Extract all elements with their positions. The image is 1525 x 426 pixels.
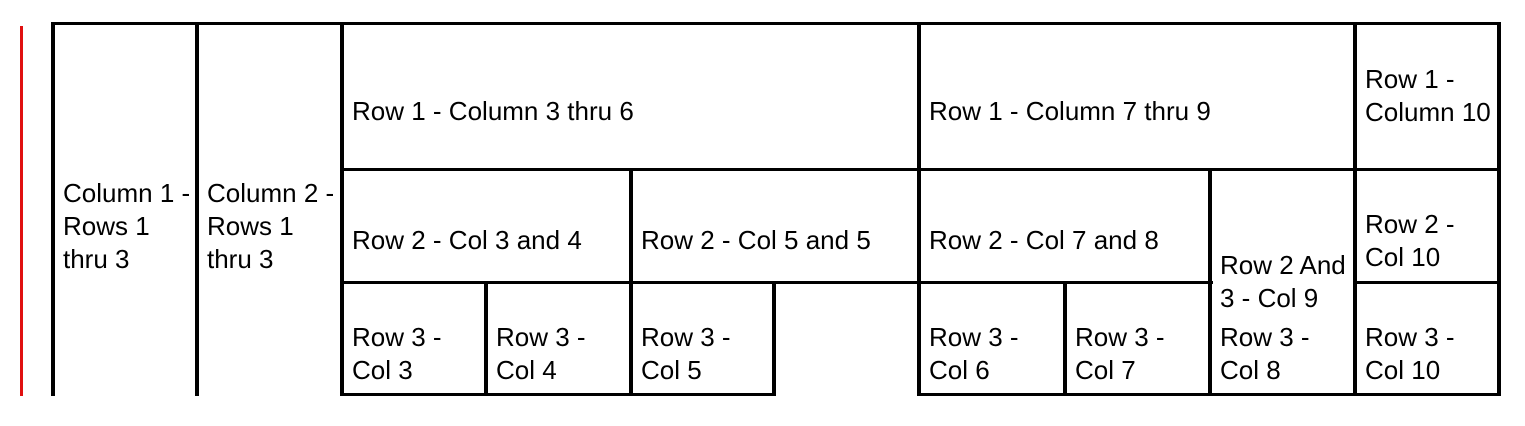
cell-row3-col4: Row 3 - Col 4 — [488, 284, 629, 393]
col5-right-border — [772, 281, 776, 396]
cell-row2-col3-4: Row 2 - Col 3 and 4 — [344, 171, 629, 281]
cell-text: Row 1 - Column 7 thru 9 — [929, 96, 1211, 126]
col1-left-border — [51, 22, 55, 396]
cell-text: Row 3 - Col 10 — [1365, 322, 1455, 385]
cell-row3-col6: Row 3 - Col 6 — [921, 284, 1063, 393]
cell-text: Row 2 - Col 3 and 4 — [352, 225, 582, 255]
col10-left-border — [1353, 22, 1357, 396]
cell-text: Row 3 - Col 5 — [641, 322, 731, 385]
col4-left-border — [484, 281, 488, 396]
cell-text: Row 1 - Column 3 thru 6 — [352, 96, 634, 126]
cell-text: Row 3 - Col 4 — [496, 322, 586, 385]
cell-text: Row 2 - Col 10 — [1365, 209, 1455, 272]
col7-left-border — [917, 22, 921, 396]
cell-text: Column 2 - Rows 1 thru 3 — [207, 178, 335, 274]
cell-text: Row 3 - Col 8 — [1220, 322, 1310, 385]
cell-text: Row 3 - Col 3 — [352, 322, 442, 385]
cell-row1-col10: Row 1 - Column 10 — [1357, 25, 1497, 168]
cell-col1-rows1-3: Column 1 - Rows 1 thru 3 — [55, 25, 195, 395]
cell-row3-col5: Row 3 - Col 5 — [633, 284, 772, 393]
cell-row2-col7-8: Row 2 - Col 7 and 8 — [921, 171, 1208, 281]
cell-rows2-3-col9: Row 2 And 3 - Col 9 — [1212, 171, 1353, 395]
row2-bottom-border-right — [1354, 281, 1501, 284]
cell-row3-col3: Row 3 - Col 3 — [344, 284, 484, 393]
cell-row2-col5: Row 2 - Col 5 and 5 — [633, 171, 917, 281]
cell-text: Row 2 And 3 - Col 9 — [1220, 250, 1346, 313]
cell-text: Row 1 - Column 10 — [1365, 64, 1491, 127]
cell-row1-col7-9: Row 1 - Column 7 thru 9 — [921, 25, 1353, 168]
col9-left-border — [1208, 168, 1212, 396]
cell-text: Row 3 - Col 7 — [1075, 322, 1165, 385]
cell-row3-col7: Row 3 - Col 7 — [1067, 284, 1208, 393]
row3-bottom-border-left — [340, 393, 776, 396]
cell-text: Row 2 - Col 5 and 5 — [641, 225, 871, 255]
red-margin-line — [20, 26, 23, 396]
cell-col2-rows1-3: Column 2 - Rows 1 thru 3 — [199, 25, 340, 395]
table-top-border — [51, 22, 1501, 25]
col2-left-border — [195, 22, 199, 396]
cell-row1-col3-6: Row 1 - Column 3 thru 6 — [344, 25, 917, 168]
cell-row3-col8: Row 3 - Col 8 — [1212, 284, 1353, 393]
cell-text: Column 1 - Rows 1 thru 3 — [63, 178, 191, 274]
row2-bottom-border-left — [340, 281, 1213, 284]
cell-row3-col10: Row 3 - Col 10 — [1357, 284, 1497, 393]
cell-text: Row 2 - Col 7 and 8 — [929, 225, 1159, 255]
col8-left-border — [1063, 281, 1067, 396]
cell-row2-col10: Row 2 - Col 10 — [1357, 171, 1497, 281]
col3-left-border — [340, 22, 344, 396]
col5-left-border — [629, 168, 633, 396]
cell-text: Row 3 - Col 6 — [929, 322, 1019, 385]
table-right-border — [1497, 22, 1501, 396]
